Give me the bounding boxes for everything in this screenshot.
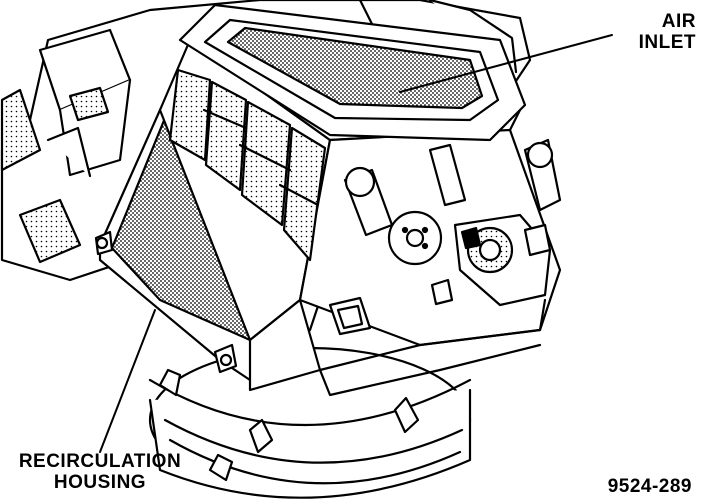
air-inlet-label-line1: AIR xyxy=(661,11,696,32)
recirculation-housing-label: RECIRCULATION HOUSING xyxy=(10,451,190,493)
actuator-assembly xyxy=(343,138,562,307)
blower-motor-housing xyxy=(148,346,472,499)
figure-number: 9524-289 xyxy=(607,476,692,497)
air-inlet-leader-line xyxy=(399,34,613,93)
recirculation-housing-label-line2: HOUSING xyxy=(53,472,147,493)
air-inlet-label: AIR INLET xyxy=(612,11,696,53)
recirculation-housing-label-line1: RECIRCULATION xyxy=(18,451,182,472)
air-inlet-label-line2: INLET xyxy=(638,32,696,53)
recirculation-leader-line xyxy=(99,309,156,453)
